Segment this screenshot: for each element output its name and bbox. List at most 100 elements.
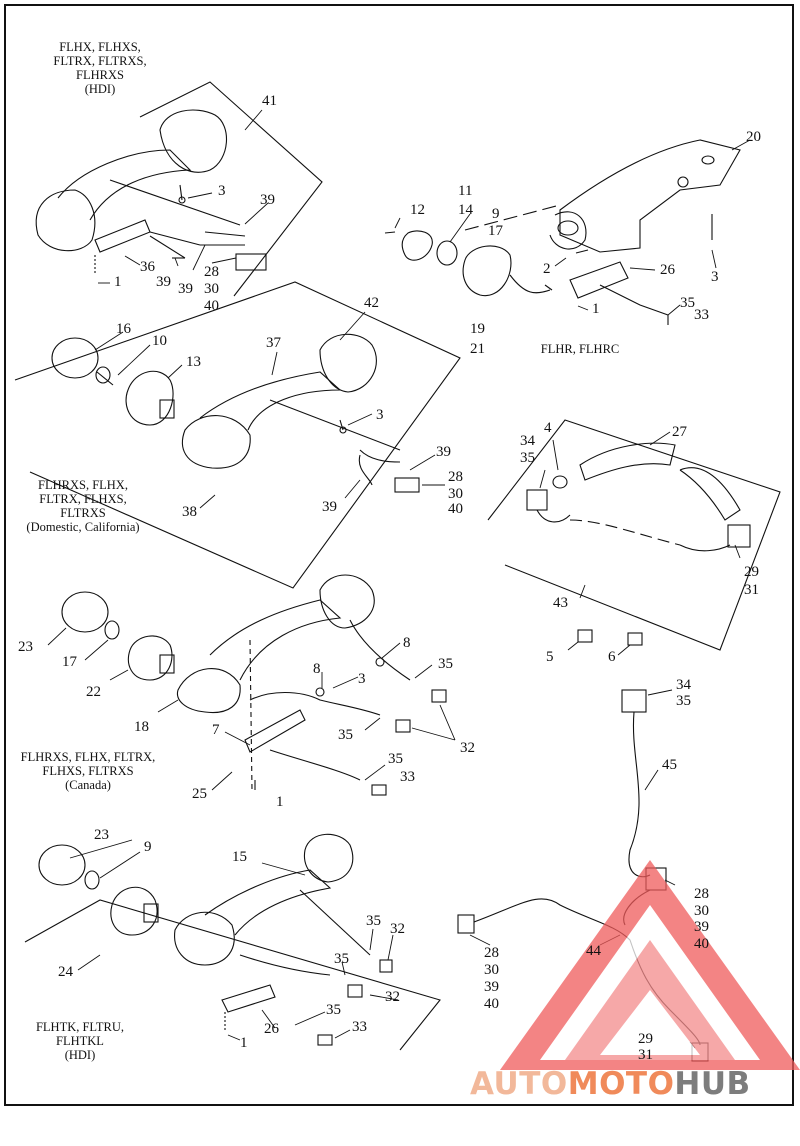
turn-signal-assembly-42 — [51, 333, 420, 493]
callout-31: 31 — [744, 582, 759, 598]
callout-14: 14 — [458, 202, 473, 218]
callout-34: 34 — [676, 677, 691, 693]
callout-33: 33 — [694, 307, 709, 323]
callout-9: 9 — [492, 206, 500, 222]
callout-35: 35 — [438, 656, 453, 672]
caption-canada-models: FLHRXS, FLHX, FLTRX,FLHXS, FLTRXS(Canada… — [20, 750, 156, 792]
callout-35: 35 — [334, 951, 349, 967]
watermark-logo: AUTOMOTOHUB — [470, 1066, 751, 1102]
turn-signal-assembly-24 — [38, 833, 393, 1046]
diagram-frame — [4, 4, 794, 1106]
callout-17: 17 — [488, 223, 503, 239]
callout-3: 3 — [218, 183, 226, 199]
callout-1: 1 — [592, 301, 600, 317]
callout-42: 42 — [364, 295, 379, 311]
caption-domestic-models: FLHRXS, FLHX,FLTRX, FLHXS,FLTRXS(Domesti… — [26, 478, 140, 534]
callout-38: 38 — [182, 504, 197, 520]
callout-45: 45 — [662, 757, 677, 773]
callout-24: 24 — [58, 964, 73, 980]
callout-19: 19 — [470, 321, 485, 337]
callout-28: 28 — [204, 264, 219, 280]
callout-4: 4 — [544, 420, 552, 436]
callout-39: 39 — [178, 281, 193, 297]
group-43-bracket — [487, 419, 781, 651]
callout-35: 35 — [326, 1002, 341, 1018]
callout-39: 39 — [484, 979, 499, 995]
caption-hdi-models: FLHX, FLHXS,FLTRX, FLTRXS,FLHRXS(HDI) — [53, 40, 147, 96]
watermark-part-hub: HUB — [674, 1066, 751, 1102]
callout-30: 30 — [204, 281, 219, 297]
callout-43: 43 — [553, 595, 568, 611]
callout-30: 30 — [694, 903, 709, 919]
callout-9: 9 — [144, 839, 152, 855]
callout-20: 20 — [746, 129, 761, 145]
callout-16: 16 — [116, 321, 131, 337]
callout-39: 39 — [156, 274, 171, 290]
callout-13: 13 — [186, 354, 201, 370]
callout-10: 10 — [152, 333, 167, 349]
callout-28: 28 — [484, 945, 499, 961]
callout-5: 5 — [546, 649, 554, 665]
callout-18: 18 — [134, 719, 149, 735]
callout-35: 35 — [388, 751, 403, 767]
callout-40: 40 — [694, 936, 709, 952]
callout-35: 35 — [676, 693, 691, 709]
callout-37: 37 — [266, 335, 281, 351]
callout-8: 8 — [313, 661, 321, 677]
watermark-part-auto: AUTO — [470, 1066, 568, 1102]
callout-29: 29 — [744, 564, 759, 580]
callout-32: 32 — [390, 921, 405, 937]
callout-25: 25 — [192, 786, 207, 802]
callout-30: 30 — [448, 486, 463, 502]
callout-28: 28 — [448, 469, 463, 485]
callout-40: 40 — [204, 298, 219, 314]
callout-30: 30 — [484, 962, 499, 978]
callout-32: 32 — [460, 740, 475, 756]
caption-flhr-models: FLHR, FLHRC — [540, 342, 620, 356]
watermark-triangles — [500, 860, 800, 1070]
callout-26: 26 — [264, 1021, 279, 1037]
callout-17: 17 — [62, 654, 77, 670]
wiring-harness-45 — [621, 689, 667, 891]
callout-39: 39 — [260, 192, 275, 208]
callout-39: 39 — [694, 919, 709, 935]
callout-34: 34 — [520, 433, 535, 449]
callout-35: 35 — [366, 913, 381, 929]
callout-23: 23 — [94, 827, 109, 843]
group-41-bracket — [139, 81, 323, 297]
callout-35: 35 — [680, 295, 695, 311]
callout-21: 21 — [470, 341, 485, 357]
callout-44: 44 — [586, 943, 601, 959]
callout-6: 6 — [608, 649, 616, 665]
callout-1: 1 — [276, 794, 284, 810]
callout-33: 33 — [400, 769, 415, 785]
callout-1: 1 — [240, 1035, 248, 1051]
connector-5 — [577, 629, 593, 643]
callout-39: 39 — [436, 444, 451, 460]
group-24-bracket — [24, 899, 441, 1051]
flhr-bracket-assembly — [384, 139, 741, 325]
callout-2: 2 — [543, 261, 551, 277]
callout-8: 8 — [403, 635, 411, 651]
callout-3: 3 — [376, 407, 384, 423]
turn-signal-assembly-canada — [61, 574, 447, 796]
caption-flhtk-models: FLHTK, FLTRU,FLHTKL(HDI) — [35, 1020, 125, 1062]
callout-29: 29 — [638, 1031, 653, 1047]
callout-12: 12 — [410, 202, 425, 218]
callout-28: 28 — [694, 886, 709, 902]
callout-1: 1 — [114, 274, 122, 290]
callout-31: 31 — [638, 1047, 653, 1063]
callout-22: 22 — [86, 684, 101, 700]
callout-23: 23 — [18, 639, 33, 655]
turn-signal-assembly-41 — [35, 109, 267, 275]
callout-32: 32 — [385, 989, 400, 1005]
callout-33: 33 — [352, 1019, 367, 1035]
callout-11: 11 — [458, 183, 473, 199]
callout-3: 3 — [711, 269, 719, 285]
callout-35: 35 — [338, 727, 353, 743]
group-42-bracket — [14, 281, 461, 589]
callout-15: 15 — [232, 849, 247, 865]
callout-35: 35 — [520, 450, 535, 466]
callout-39: 39 — [322, 499, 337, 515]
